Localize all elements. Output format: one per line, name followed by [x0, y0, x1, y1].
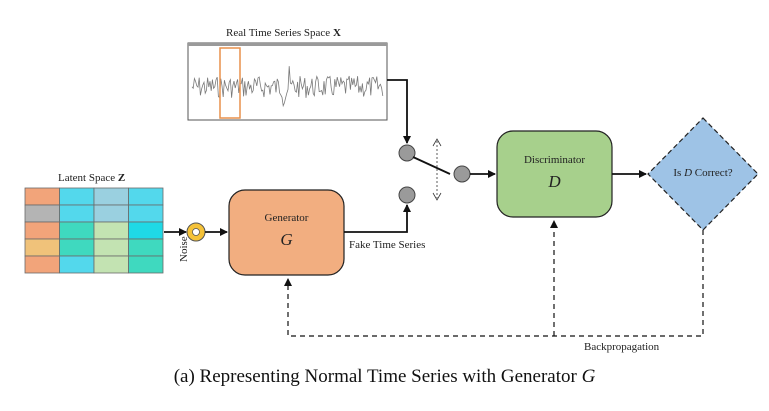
discriminator-symbol: D	[548, 172, 561, 191]
latent-cell	[59, 221, 95, 240]
latent-cell	[59, 238, 95, 257]
fake-series-label: Fake Time Series	[349, 239, 426, 251]
noise-node	[186, 222, 206, 242]
backprop-path	[284, 220, 704, 337]
decision-label: Is D Correct?	[673, 167, 733, 179]
latent-cell	[93, 255, 129, 274]
window-highlight	[219, 47, 241, 119]
switch-lever	[412, 156, 451, 175]
switch-node-output	[453, 165, 471, 183]
latent-cell	[24, 238, 60, 257]
discriminator-title: Discriminator	[523, 154, 586, 166]
latent-cell	[24, 221, 60, 240]
latent-space-label: Latent Space Z	[58, 172, 126, 184]
latent-space-grid	[24, 187, 164, 274]
latent-cell	[128, 255, 164, 274]
latent-cell	[93, 187, 129, 206]
latent-cell	[24, 255, 60, 274]
latent-cell	[59, 187, 95, 206]
latent-cell	[24, 187, 60, 206]
toggle-arrow	[432, 138, 442, 201]
latent-cell	[59, 255, 95, 274]
latent-cell	[128, 187, 164, 206]
switch-node-fake	[398, 186, 416, 204]
backprop-label: Backpropagation	[584, 341, 660, 353]
latent-cell	[128, 221, 164, 240]
latent-cell	[24, 204, 60, 223]
time-series-waveform	[191, 66, 384, 108]
switch-node-real	[398, 144, 416, 162]
latent-cell	[128, 238, 164, 257]
noise-label: Noise	[178, 236, 190, 262]
latent-cell	[59, 204, 95, 223]
real-time-series-panel	[187, 42, 388, 121]
real-space-label: Real Time Series Space X	[226, 27, 341, 39]
generator-symbol: G	[280, 230, 293, 249]
flow-arrows	[164, 79, 647, 236]
latent-cell	[93, 238, 129, 257]
latent-cell	[93, 221, 129, 240]
figure-caption: (a) Representing Normal Time Series with…	[173, 366, 596, 387]
latent-cell	[93, 204, 129, 223]
latent-cell	[128, 204, 164, 223]
generator-title: Generator	[264, 212, 309, 224]
